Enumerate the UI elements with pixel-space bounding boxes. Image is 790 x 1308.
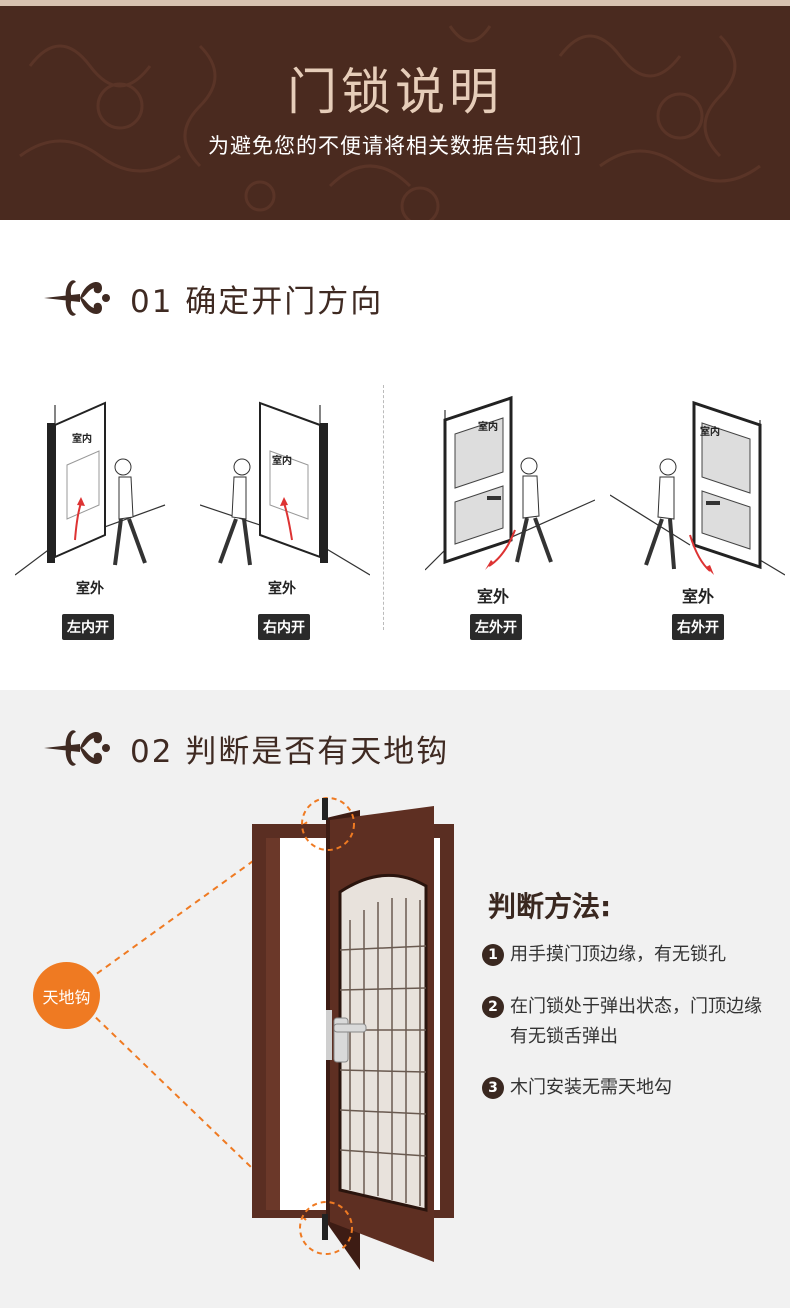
method-item-1-text: 用手摸门顶边缘，有无锁孔 bbox=[510, 944, 726, 965]
door-diagram-left-inward bbox=[15, 401, 166, 576]
method-item-2: 2 在门锁处于弹出状态，门顶边缘有无锁舌弹出 bbox=[482, 992, 768, 1052]
door2-outside-label: 室外 bbox=[268, 581, 296, 597]
door4-inside-label: 室内 bbox=[700, 427, 720, 438]
door2-inside-label: 室内 bbox=[272, 456, 292, 467]
method-item-3-text: 木门安装无需天地勾 bbox=[510, 1077, 672, 1098]
section1-divider bbox=[383, 385, 384, 630]
number-3-icon: 3 bbox=[482, 1077, 504, 1099]
method-item-1: 1 用手摸门顶边缘，有无锁孔 bbox=[482, 940, 768, 970]
floor-ceiling-hook-badge: 天地钩 bbox=[33, 962, 100, 1029]
method-item-2-text: 在门锁处于弹出状态，门顶边缘有无锁舌弹出 bbox=[510, 996, 762, 1047]
method-item-3: 3 木门安装无需天地勾 bbox=[482, 1073, 768, 1103]
fleur-ornament-icon bbox=[44, 730, 110, 766]
door1-inside-label: 室内 bbox=[72, 434, 92, 445]
door3-inside-label: 室内 bbox=[478, 422, 498, 433]
door2-tag: 右内开 bbox=[258, 614, 310, 640]
method-title: 判断方法: bbox=[488, 890, 612, 923]
section1-title: 01 确定开门方向 bbox=[130, 283, 384, 320]
door-diagram-right-outward bbox=[610, 400, 785, 576]
door1-tag: 左内开 bbox=[62, 614, 114, 640]
security-door-illustration bbox=[87, 797, 454, 1270]
section2-heading: 02 判断是否有天地钩 bbox=[40, 718, 449, 778]
door4-outside-label: 室外 bbox=[682, 587, 715, 606]
banner-top-line bbox=[0, 0, 790, 6]
door-diagram-right-inward bbox=[200, 401, 370, 576]
section2-title: 02 判断是否有天地钩 bbox=[130, 733, 450, 770]
door3-tag: 左外开 bbox=[470, 614, 522, 640]
page-subtitle: 为避免您的不便请将相关数据告知我们 bbox=[208, 134, 582, 158]
banner-damask-pattern bbox=[19, 25, 761, 220]
door1-outside-label: 室外 bbox=[76, 581, 104, 597]
door-diagram-left-outward bbox=[425, 395, 595, 571]
header-banner: 门锁说明 为避免您的不便请将相关数据告知我们 bbox=[0, 0, 790, 220]
number-1-icon: 1 bbox=[482, 944, 504, 966]
page-title: 门锁说明 bbox=[287, 63, 503, 121]
section-door-direction bbox=[0, 220, 790, 690]
fleur-ornament-icon bbox=[44, 280, 110, 316]
section1-heading: 01 确定开门方向 bbox=[40, 268, 383, 328]
door4-tag: 右外开 bbox=[672, 614, 724, 640]
number-2-icon: 2 bbox=[482, 996, 504, 1018]
door3-outside-label: 室外 bbox=[477, 587, 510, 606]
